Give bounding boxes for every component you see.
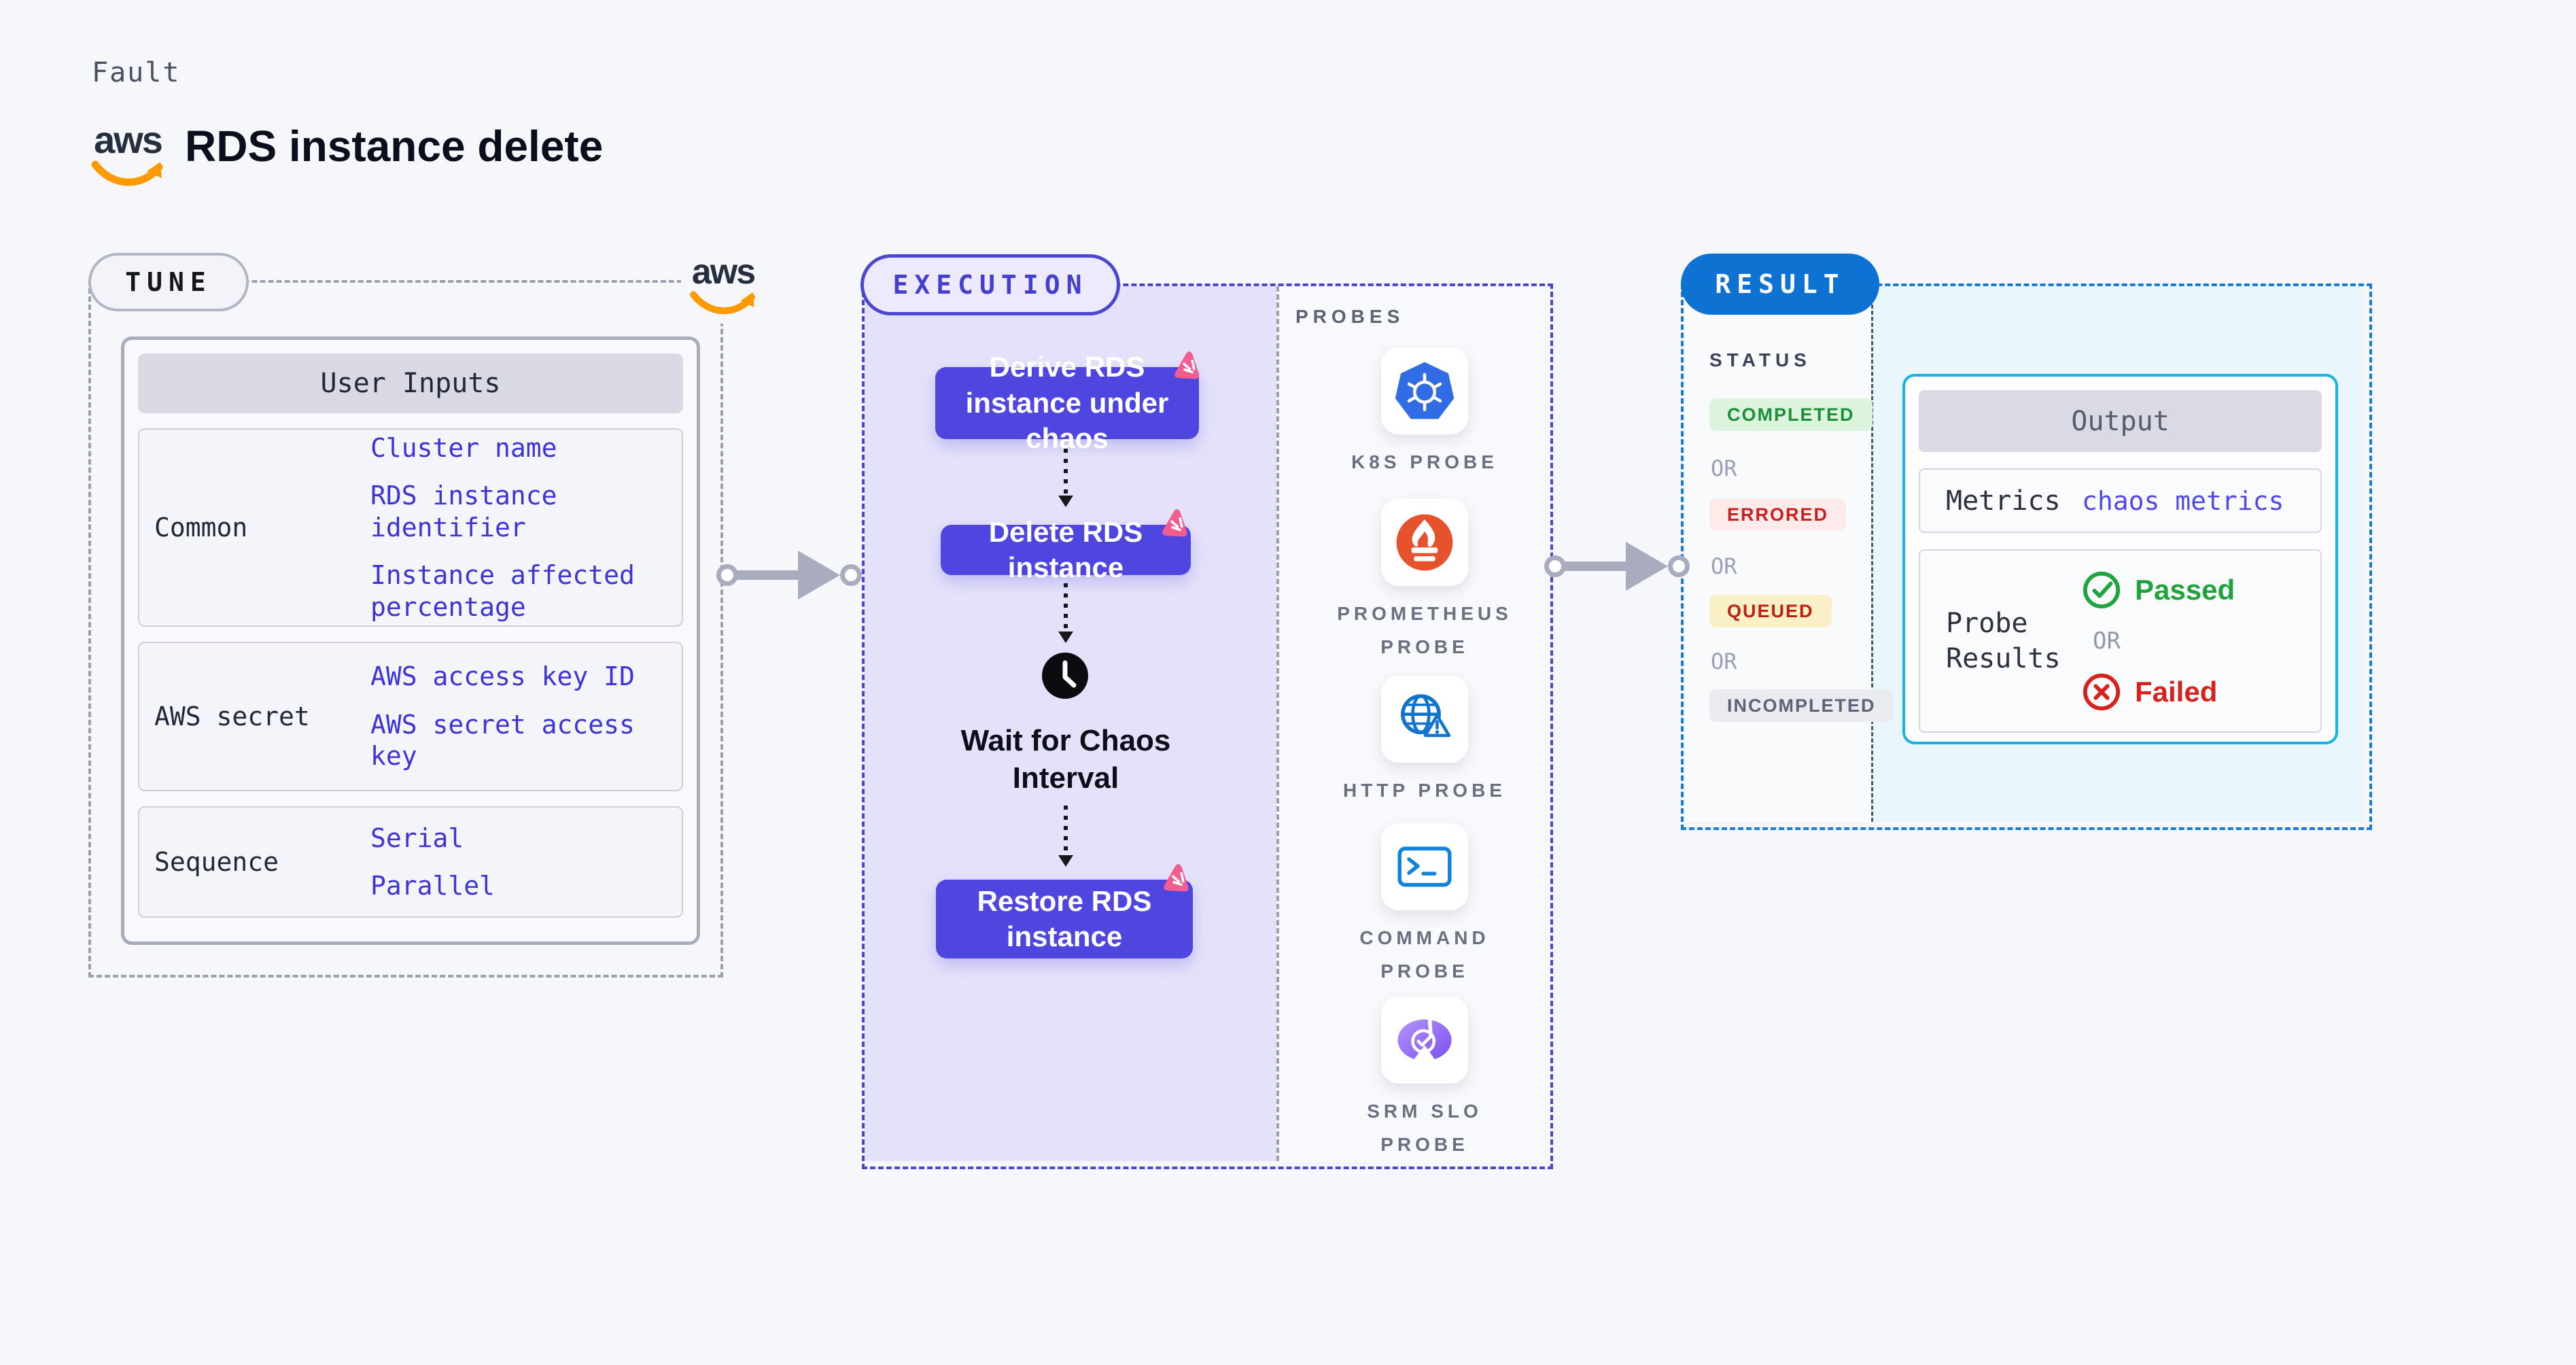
chaos-icon: [1174, 351, 1200, 379]
or-separator: OR: [2093, 627, 2121, 655]
probe-card: [1381, 347, 1468, 434]
probe-label: HTTP PROBE: [1343, 780, 1506, 801]
flow-arrow-down-icon: [1058, 806, 1073, 867]
step-delete-rds-instance[interactable]: Delete RDS instance: [941, 516, 1191, 583]
output-box: Output Metrics chaos metrics Probe Resul…: [1902, 374, 2338, 744]
probe-label: PROMETHEUS PROBE: [1337, 603, 1512, 657]
tune-group-box: [88, 280, 723, 978]
probe-results-label: Probe Results: [1946, 608, 2061, 674]
aws-logo: aws: [90, 121, 166, 192]
probe-k8s: K8S PROBE: [1336, 347, 1513, 479]
status-badge-queued: QUEUED: [1709, 595, 1832, 627]
probe-label: SRM SLO PROBE: [1367, 1101, 1482, 1155]
input-value: AWS secret access key: [370, 709, 635, 772]
status-badge-incompleted: INCOMPLETED: [1709, 689, 1894, 722]
input-value: Parallel: [370, 871, 495, 901]
status-heading: STATUS: [1709, 349, 1811, 370]
chaos-metrics-link[interactable]: chaos metrics: [2082, 485, 2284, 516]
clock-icon: [1041, 651, 1090, 700]
status-badge-errored: ERRORED: [1709, 498, 1847, 531]
probe-result-failed: Failed: [2082, 672, 2235, 712]
check-circle-icon: [2083, 571, 2121, 609]
row-label: Common: [154, 513, 248, 542]
step-restore-rds-instance[interactable]: Restore RDS instance: [936, 880, 1193, 958]
arrowhead-icon: [798, 551, 840, 600]
row-values: Serial Parallel: [370, 808, 669, 916]
metrics-label: Metrics: [1946, 485, 2061, 517]
kubernetes-icon: [1395, 362, 1455, 419]
output-header: Output: [1919, 390, 2322, 452]
status-output-divider: [1871, 286, 1873, 822]
aws-fault-logo: aws: [681, 250, 765, 324]
arrowhead-icon: [1626, 542, 1668, 591]
user-inputs-header: User Inputs: [138, 353, 683, 413]
or-separator: OR: [1711, 649, 1737, 674]
connector-shaft: [737, 570, 799, 580]
tune-to-execution-arrow: [716, 551, 862, 600]
aws-smile-icon: [91, 160, 163, 186]
chaos-icon: [1162, 508, 1187, 537]
connector-ring-icon: [716, 564, 738, 586]
row-label: AWS secret: [154, 702, 310, 731]
status-badge-completed: COMPLETED: [1709, 398, 1873, 431]
connector-shaft: [1565, 561, 1627, 571]
aws-smile-icon: [690, 291, 756, 315]
execution-probes-divider: [1276, 286, 1279, 1161]
execution-to-result-arrow: [1544, 542, 1690, 591]
output-row-probe-results: Probe Results Passed OR Failed: [1919, 549, 2322, 733]
probe-http: HTTP PROBE: [1336, 676, 1513, 807]
page-title: RDS instance delete: [185, 122, 604, 171]
failed-label: Failed: [2135, 676, 2218, 708]
row-values: Cluster name RDS instance identifier Ins…: [370, 430, 669, 625]
aws-logo-text: aws: [94, 118, 163, 161]
probe-command: COMMAND PROBE: [1336, 823, 1513, 988]
http-globe-icon: [1401, 694, 1451, 738]
probe-result-passed: Passed: [2082, 570, 2235, 610]
prometheus-icon: [1396, 514, 1453, 571]
step-wait-for-chaos-interval: Wait for Chaos Interval: [960, 724, 1171, 795]
connector-ring-icon: [840, 564, 862, 586]
input-value: RDS instance identifier: [370, 481, 557, 542]
execution-group-box: [862, 283, 1553, 1169]
step-derive-rds-instance[interactable]: Derive RDS instance under chaos: [935, 351, 1199, 454]
probe-label: COMMAND PROBE: [1359, 927, 1490, 982]
connector-ring-icon: [1544, 555, 1566, 577]
page-kicker: Fault: [92, 57, 181, 88]
input-value: Instance affected percentage: [370, 560, 635, 622]
execution-pill: EXECUTION: [860, 254, 1120, 315]
probe-srm-slo: SRM SLO PROBE: [1336, 997, 1513, 1161]
probe-prometheus: PROMETHEUS PROBE: [1336, 499, 1513, 663]
probe-card: [1381, 499, 1468, 586]
probe-label: K8S PROBE: [1351, 451, 1498, 472]
row-values: AWS access key ID AWS secret access key: [370, 643, 669, 790]
probes-heading: PROBES: [1295, 306, 1405, 327]
or-separator: OR: [1711, 455, 1737, 481]
terminal-icon: [1397, 846, 1452, 887]
chaos-icon: [1164, 863, 1189, 892]
probe-card: [1381, 997, 1468, 1084]
user-input-row-common: Common Cluster name RDS instance identif…: [138, 428, 683, 627]
user-input-row-sequence: Sequence Serial Parallel: [138, 806, 683, 918]
or-separator: OR: [1711, 553, 1737, 579]
probe-card: [1381, 823, 1468, 910]
user-input-row-aws-secret: AWS secret AWS access key ID AWS secret …: [138, 642, 683, 791]
input-value: AWS access key ID: [370, 661, 635, 692]
output-row-metrics: Metrics chaos metrics: [1919, 468, 2322, 533]
input-value: Serial: [370, 823, 464, 853]
aws-logo-text: aws: [691, 252, 756, 292]
srm-slo-icon: [1397, 1018, 1452, 1063]
input-value: Cluster name: [370, 433, 557, 464]
status-panel-bg: [1684, 286, 1871, 822]
flow-arrow-down-icon: [1058, 583, 1073, 643]
result-pill: RESULT: [1681, 254, 1879, 315]
probe-card: [1381, 676, 1468, 763]
row-label: Sequence: [154, 847, 279, 877]
flow-arrow-down-icon: [1058, 449, 1073, 507]
user-inputs-panel: User Inputs Common Cluster name RDS inst…: [121, 336, 700, 945]
connector-ring-icon: [1668, 555, 1690, 577]
tune-pill: TUNE: [88, 253, 249, 311]
probe-results-values: Passed OR Failed: [2082, 570, 2235, 712]
x-circle-icon: [2083, 673, 2121, 711]
passed-label: Passed: [2135, 574, 2235, 606]
